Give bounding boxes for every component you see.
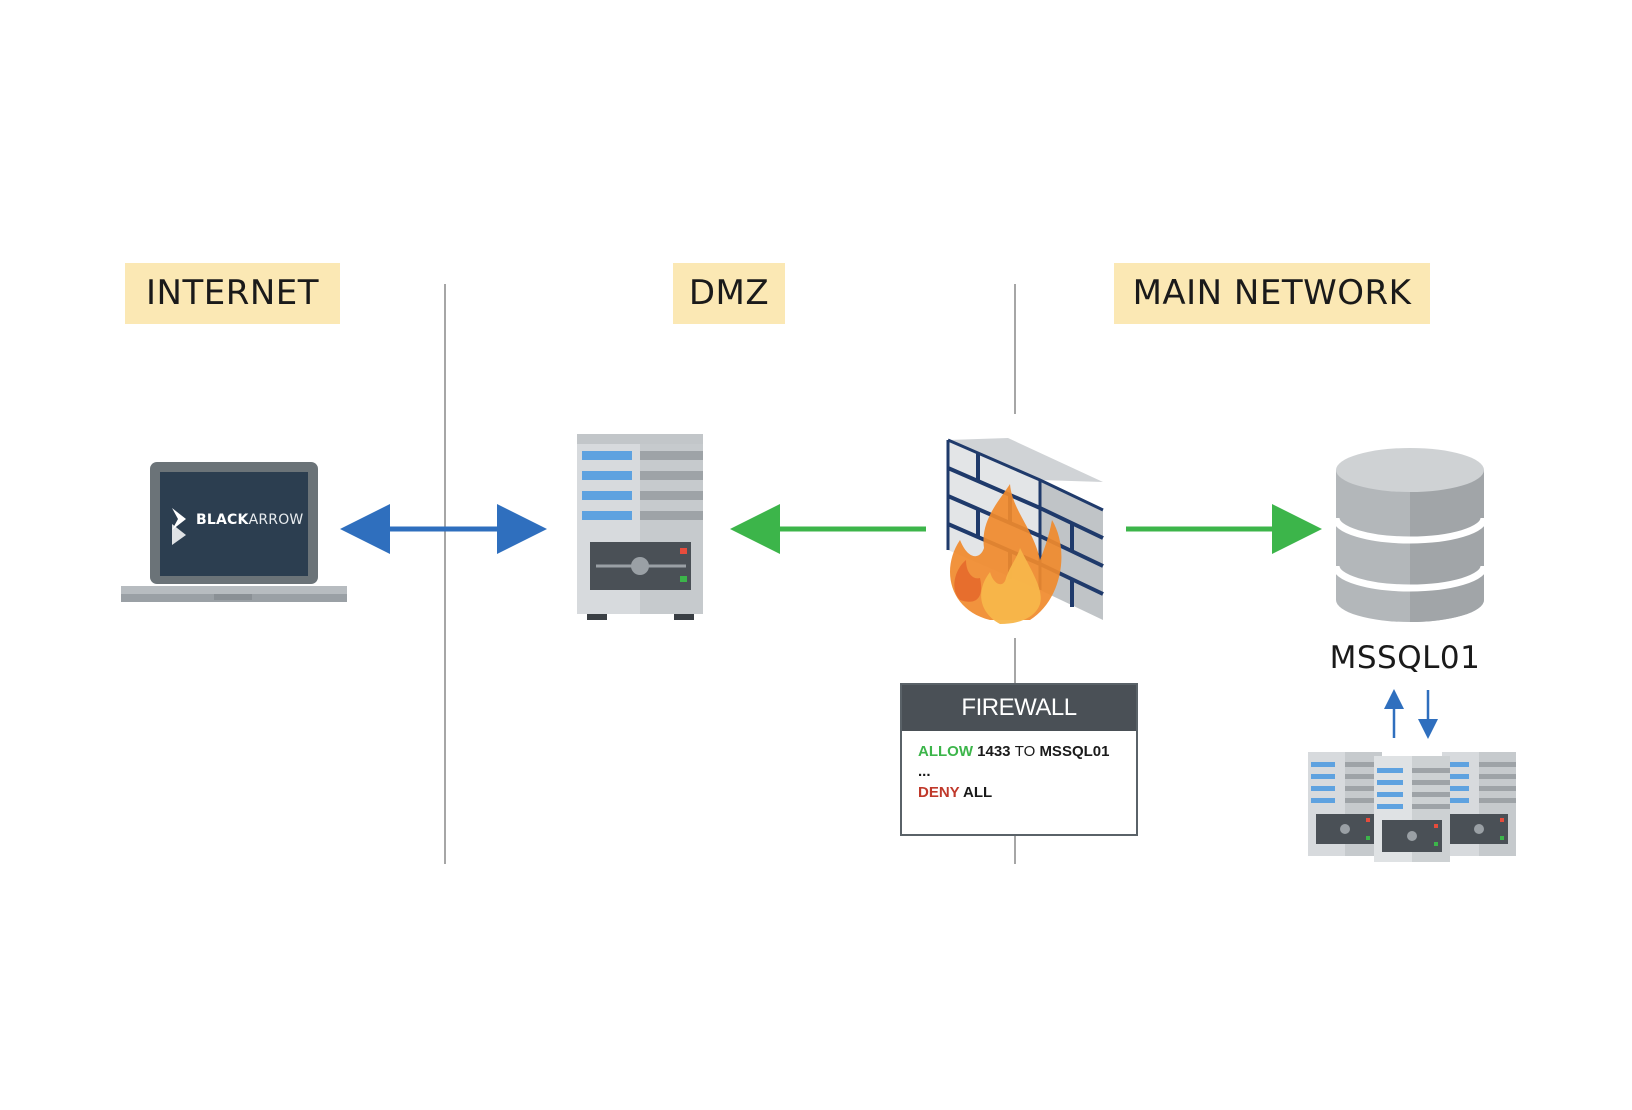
- rule-deny: DENY ALL: [918, 782, 1136, 803]
- rule-allow: ALLOW 1433 TO MSSQL01: [918, 741, 1136, 762]
- database-icon: [1332, 448, 1488, 622]
- firewall-rules: ALLOW 1433 TO MSSQL01 ... DENY ALL: [902, 731, 1136, 803]
- rule1-target: MSSQL01: [1039, 743, 1110, 760]
- rule1-action: ALLOW: [918, 743, 973, 760]
- firewall-rules-card: FIREWALL ALLOW 1433 TO MSSQL01 ... DENY …: [900, 683, 1138, 836]
- server-icon: [577, 434, 703, 620]
- rule-ellipsis: ...: [918, 763, 931, 780]
- zone-label-main-network: MAIN NETWORK: [1114, 263, 1430, 324]
- brand-black: BLACK: [196, 512, 249, 528]
- rule1-port: 1433: [977, 743, 1011, 760]
- laptop-icon: [121, 462, 347, 602]
- divider-dmz-main-upper: [1014, 284, 1016, 414]
- zone-label-dmz: DMZ: [673, 263, 785, 324]
- rule2-target: ALL: [963, 784, 993, 801]
- firewall-title: FIREWALL: [902, 685, 1136, 731]
- firewall-icon: [946, 438, 1104, 624]
- rule2-action: DENY: [918, 784, 960, 801]
- brand-arrow: ARROW: [248, 512, 304, 528]
- rule1-to: TO: [1014, 743, 1036, 760]
- zone-label-internet: INTERNET: [125, 263, 340, 324]
- divider-internet-dmz: [444, 284, 446, 864]
- database-label: MSSQL01: [1329, 640, 1481, 676]
- server-cluster-icon: [1308, 752, 1516, 862]
- laptop-brand: BLACKARROW: [196, 512, 303, 528]
